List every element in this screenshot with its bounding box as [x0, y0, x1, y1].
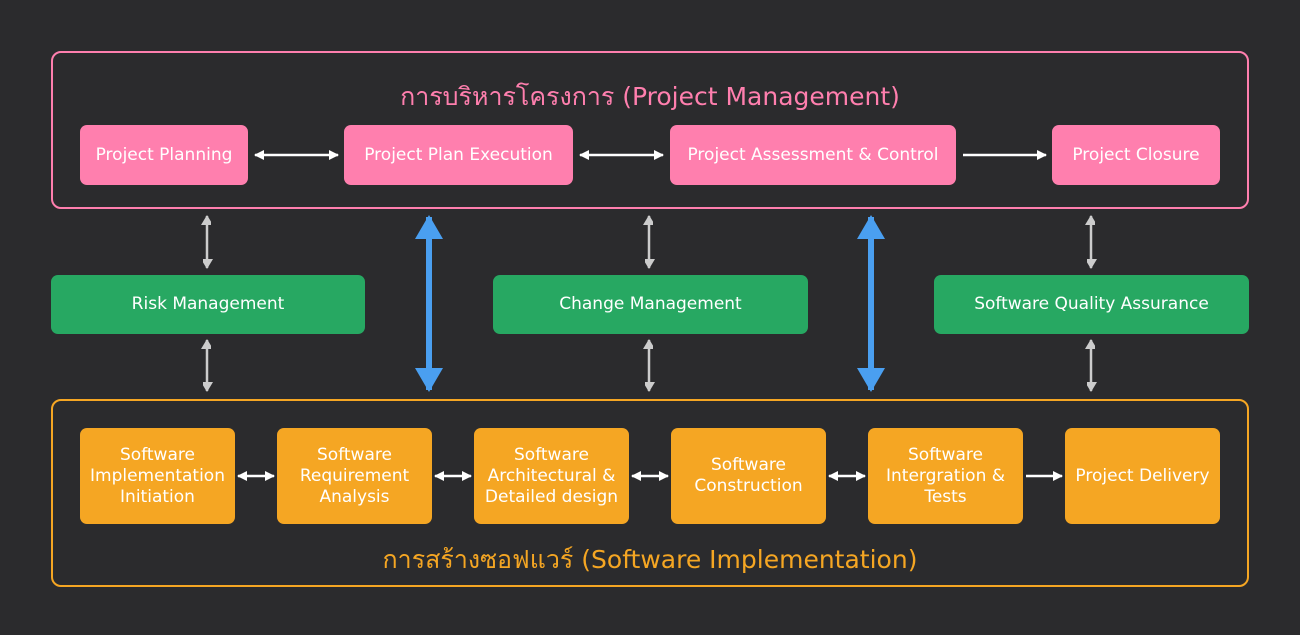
project-delivery-box[interactable]: Project Delivery: [1065, 428, 1220, 524]
risk-management-box[interactable]: Risk Management: [51, 275, 365, 334]
change-management-box[interactable]: Change Management: [493, 275, 808, 334]
si-construction-box[interactable]: Software Construction: [671, 428, 826, 524]
software-implementation-title: การสร้างซอฟแวร์ (Software Implementation…: [382, 545, 918, 574]
si-architectural-design-box[interactable]: Software Architectural & Detailed design: [474, 428, 629, 524]
project-closure-box[interactable]: Project Closure: [1052, 125, 1220, 185]
project-management-frame: การบริหารโครงการ (Project Management): [51, 51, 1249, 209]
si-integration-tests-box[interactable]: Software Intergration & Tests: [868, 428, 1023, 524]
project-assessment-control-box[interactable]: Project Assessment & Control: [670, 125, 956, 185]
si-initiation-box[interactable]: Software Implementation Initiation: [80, 428, 235, 524]
project-management-title: การบริหารโครงการ (Project Management): [400, 82, 900, 111]
project-plan-execution-box[interactable]: Project Plan Execution: [344, 125, 573, 185]
si-requirement-analysis-box[interactable]: Software Requirement Analysis: [277, 428, 432, 524]
software-implementation-frame: การสร้างซอฟแวร์ (Software Implementation…: [51, 399, 1249, 587]
project-planning-box[interactable]: Project Planning: [80, 125, 248, 185]
software-quality-assurance-box[interactable]: Software Quality Assurance: [934, 275, 1249, 334]
